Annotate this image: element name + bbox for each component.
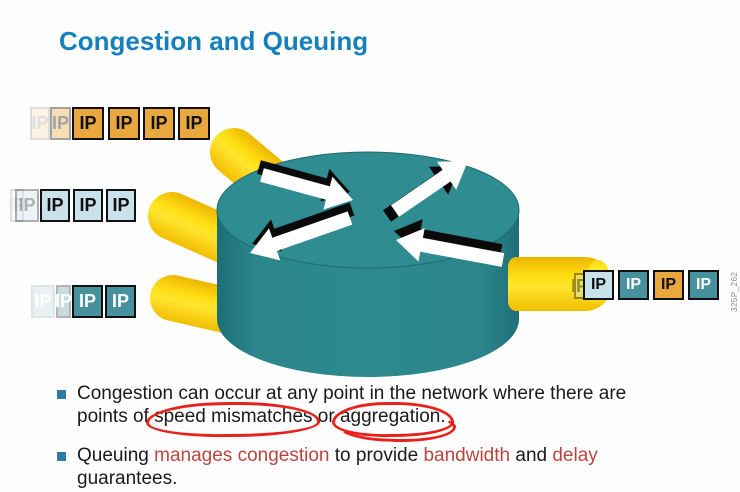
router-icon — [216, 151, 520, 377]
ip-packet: IP — [106, 189, 136, 222]
ip-packet: IP — [105, 285, 136, 318]
text-segment: Queuing — [77, 445, 155, 466]
bullet-line: guarantees. — [77, 467, 598, 490]
figure-id-label: 325P_262 — [730, 271, 739, 312]
page-title: Congestion and Queuing — [59, 26, 369, 56]
text-segment: guarantees. — [77, 468, 178, 489]
ip-packet-ghost: IP — [55, 285, 72, 318]
text-segment: and — [510, 445, 553, 466]
ip-packet: IP — [72, 107, 104, 140]
text-segment: points of — [77, 406, 155, 427]
router-arrow-in-left — [257, 160, 353, 210]
ip-packet: IP — [178, 107, 210, 140]
bullet-list: Congestion can occur at any point in the… — [57, 382, 717, 492]
red-circle-annotation: aggregation. — [339, 406, 446, 427]
router-arrow-in-right — [394, 219, 505, 267]
bullet-marker-icon — [57, 390, 66, 399]
bullet-text: Congestion can occur at any point in the… — [77, 382, 626, 428]
bullet-text: Queuing manages congestion to provide ba… — [77, 444, 598, 490]
ip-packet: IP — [143, 107, 175, 140]
bullet-line: Queuing manages congestion to provide ba… — [77, 444, 598, 467]
red-circle-annotation: speed mismatches — [154, 406, 313, 427]
ip-packet: IP — [72, 285, 103, 318]
ip-packet-ghost: IP — [9, 189, 26, 222]
bullet-line: Congestion can occur at any point in the… — [77, 382, 626, 405]
router-arrow-out-ne — [383, 161, 468, 222]
bullet-item: Congestion can occur at any point in the… — [57, 382, 717, 428]
ip-packet: IP — [618, 270, 649, 300]
bullet-marker-icon — [57, 452, 66, 461]
ip-packet: IP — [73, 189, 103, 222]
ip-packet-ghost: IP — [30, 107, 50, 140]
ip-packet: IP — [583, 270, 614, 300]
ip-packet-ghost: IP — [50, 107, 71, 140]
ip-packet-ghost: IP — [15, 189, 39, 222]
router-arrow-out-sw — [250, 202, 355, 261]
bullet-line: points of speed mismatches or aggregatio… — [77, 405, 626, 428]
text-segment: or — [312, 406, 340, 427]
ip-packet: IP — [108, 107, 140, 140]
text-segment: Congestion can occur at any point in the… — [77, 383, 627, 404]
ip-packet: IP — [40, 189, 70, 222]
bullet-item: Queuing manages congestion to provide ba… — [57, 444, 717, 490]
ip-packet: IP — [653, 270, 684, 300]
highlighted-term: manages congestion — [154, 445, 330, 466]
ip-packet: IP — [688, 270, 719, 300]
highlighted-term: delay — [552, 445, 598, 466]
ip-packet-ghost: IP — [31, 285, 55, 318]
highlighted-term: bandwidth — [423, 445, 511, 466]
text-segment: to provide — [329, 445, 424, 466]
